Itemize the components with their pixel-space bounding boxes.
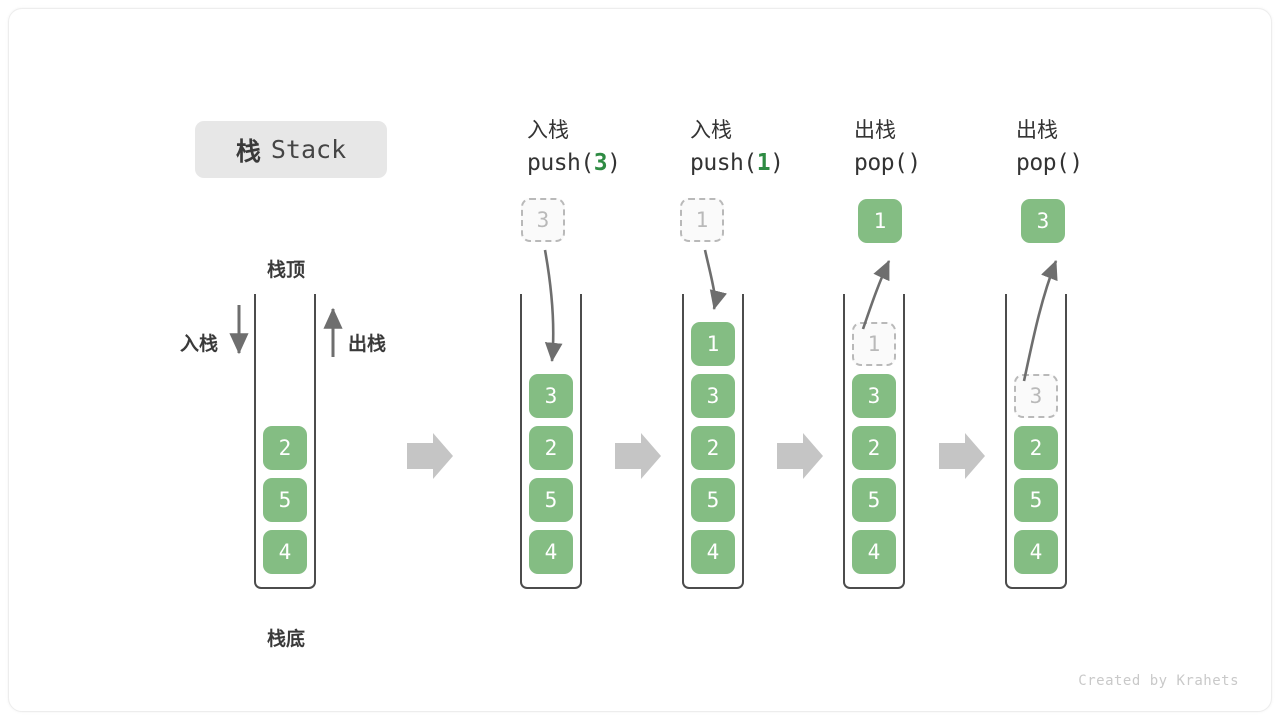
column-header-pop-1: 出栈 pop() (854, 115, 921, 180)
stack-cell: 4 (1014, 530, 1058, 574)
popped-cell: 1 (858, 199, 902, 243)
column-header-push-3: 入栈 push(3) (527, 115, 621, 180)
stack-cell: 3 (852, 374, 896, 418)
label-stack-bottom: 栈底 (267, 629, 306, 650)
column-header-pop-3: 出栈 pop() (1016, 115, 1083, 180)
flow-arrow (615, 433, 661, 479)
floating-ghost-cell: 3 (521, 198, 565, 242)
title-badge: 栈 Stack (195, 121, 387, 178)
flow-arrow (939, 433, 985, 479)
label-push-left: 入栈 (180, 334, 219, 355)
label-pop-left: 出栈 (348, 334, 387, 355)
stack-cell: 2 (529, 426, 573, 470)
flow-arrow (407, 433, 453, 479)
stack-cell: 4 (691, 530, 735, 574)
stack-ghost-cell: 3 (1014, 374, 1058, 418)
stack-cell: 1 (691, 322, 735, 366)
floating-ghost-cell: 1 (680, 198, 724, 242)
code-arg: 3 (593, 150, 608, 177)
stack-cell: 5 (529, 478, 573, 522)
code-arg: 1 (756, 150, 771, 177)
popped-cell: 3 (1021, 199, 1065, 243)
column-header-cn: 入栈 (690, 119, 732, 142)
column-header-cn: 出栈 (1016, 119, 1058, 142)
column-header-code: pop() (854, 150, 921, 177)
stack-cell: 5 (852, 478, 896, 522)
credit-text: Created by Krahets (1078, 673, 1239, 689)
stack-cell: 3 (691, 374, 735, 418)
stack-cell: 4 (529, 530, 573, 574)
stack-cell: 5 (691, 478, 735, 522)
stack-ghost-cell: 1 (852, 322, 896, 366)
column-header-cn: 入栈 (527, 119, 569, 142)
column-header-cn: 出栈 (854, 119, 896, 142)
label-stack-top: 栈顶 (267, 260, 306, 281)
title-cn: 栈 (235, 137, 262, 166)
title-en: Stack (270, 135, 347, 164)
diagram-canvas: 栈 Stack 栈顶 栈底 入栈 出栈 入栈 push(3) 入栈 push(1)… (8, 8, 1272, 712)
flow-arrow (777, 433, 823, 479)
column-header-code: push(3) (527, 150, 621, 177)
column-header-code: push(1) (690, 150, 784, 177)
stack-cell: 2 (1014, 426, 1058, 470)
stack-cell: 4 (852, 530, 896, 574)
stack-cell: 2 (691, 426, 735, 470)
stack-cell: 5 (263, 478, 307, 522)
stack-cell: 5 (1014, 478, 1058, 522)
column-header-code: pop() (1016, 150, 1083, 177)
stack-cell: 3 (529, 374, 573, 418)
stack-cell: 2 (852, 426, 896, 470)
stack-cell: 2 (263, 426, 307, 470)
column-header-push-1: 入栈 push(1) (690, 115, 784, 180)
stack-cell: 4 (263, 530, 307, 574)
